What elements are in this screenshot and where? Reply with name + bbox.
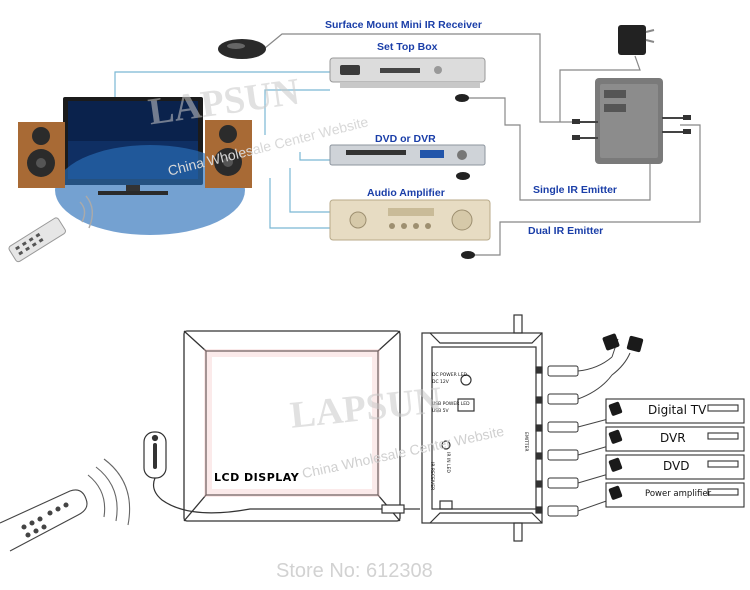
remote-control-photo [8,195,94,263]
emitter-plugs [572,115,691,140]
power-adapter [618,25,655,55]
lcd-display-label: LCD DISPLAY [214,471,300,484]
dvd-dvr-photo [329,144,486,180]
hub-usb-voltage-label: USB 5V [432,409,449,414]
device-boxes [605,398,745,508]
device-power-amplifier: Power amplifier [645,489,712,499]
hub-dc-voltage-label: DC 12V [432,380,449,385]
label-dvd-dvr: DVD or DVR [375,133,436,145]
set-top-box-photo [329,57,486,102]
ir-hub-photo [575,78,690,164]
top-wiring-diagram [8,25,701,263]
dual-emitter-heads [602,333,644,353]
hub-receiver-port-label: IR RECEIVER [429,462,434,491]
label-single-ir-emitter: Single IR Emitter [533,184,618,196]
emitter-jacks [547,365,579,517]
left-speaker [18,122,65,188]
label-ir-receiver: Surface Mount Mini IR Receiver [325,19,482,31]
hub-emitter-port-label: EMITTER [523,432,528,452]
hub-dc-power-label: DC POWER LED [432,373,467,378]
store-number: Store No: 612308 [276,560,433,582]
ir-receiver-puck [218,39,266,59]
remote-control-drawing [0,458,131,552]
ir-receiver-drawing [143,431,420,514]
audio-amplifier-photo [329,199,491,259]
label-set-top-box: Set Top Box [377,41,438,53]
device-digital-tv: Digital TV [648,403,707,417]
lcd-tv-photo [55,97,245,235]
device-dvd: DVD [663,459,690,473]
device-dvr: DVR [660,431,686,445]
emitter-on-device-heads [608,401,623,500]
label-dual-ir-emitter: Dual IR Emitter [528,225,604,237]
label-audio-amplifier: Audio Amplifier [367,187,445,199]
hub-usb-power-label: USB POWER LED [432,402,470,407]
right-speaker [205,120,252,188]
lcd-monitor-drawing [183,330,401,522]
ir-hub-drawing [421,314,543,542]
bottom-wiring-diagram [0,314,745,552]
hub-in-led-label: IR IN LED [445,452,450,473]
